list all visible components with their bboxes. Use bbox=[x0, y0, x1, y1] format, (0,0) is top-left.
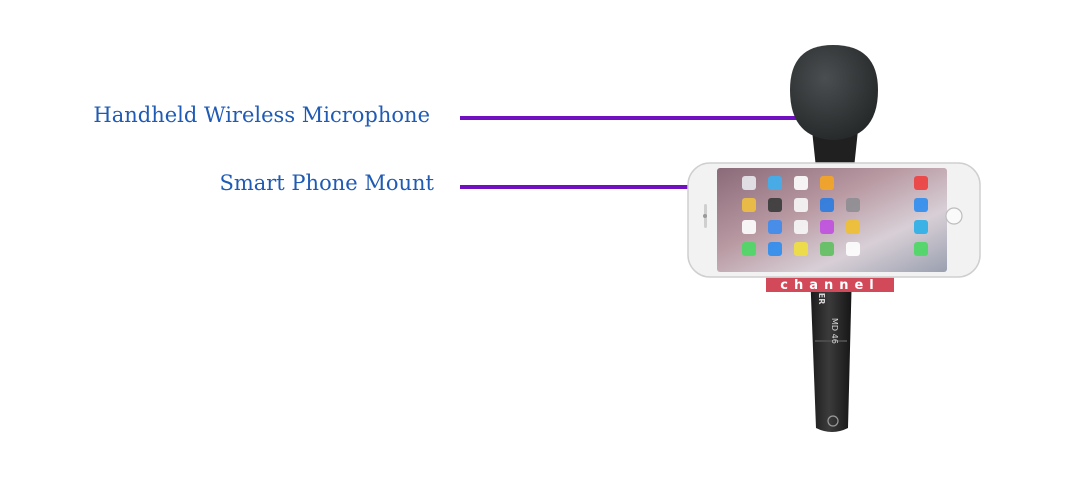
microphone-leader-line bbox=[460, 116, 798, 120]
microphone-neck bbox=[812, 130, 858, 168]
microphone-shaft bbox=[810, 270, 852, 432]
mic-model-text: MD 46 bbox=[830, 318, 839, 344]
phone-mount-leader-line bbox=[460, 185, 710, 189]
microphone-label: Handheld Wireless Microphone bbox=[93, 103, 430, 127]
phone-mount-label: Smart Phone Mount bbox=[219, 171, 434, 195]
app-icon-grid bbox=[742, 176, 928, 256]
mic-flag-text: channel bbox=[780, 278, 880, 293]
mic-brand-text: SER bbox=[817, 287, 826, 304]
microphone-with-phone-image: SER MD 46 channel bbox=[687, 45, 981, 432]
microphone-windscreen bbox=[790, 45, 878, 140]
